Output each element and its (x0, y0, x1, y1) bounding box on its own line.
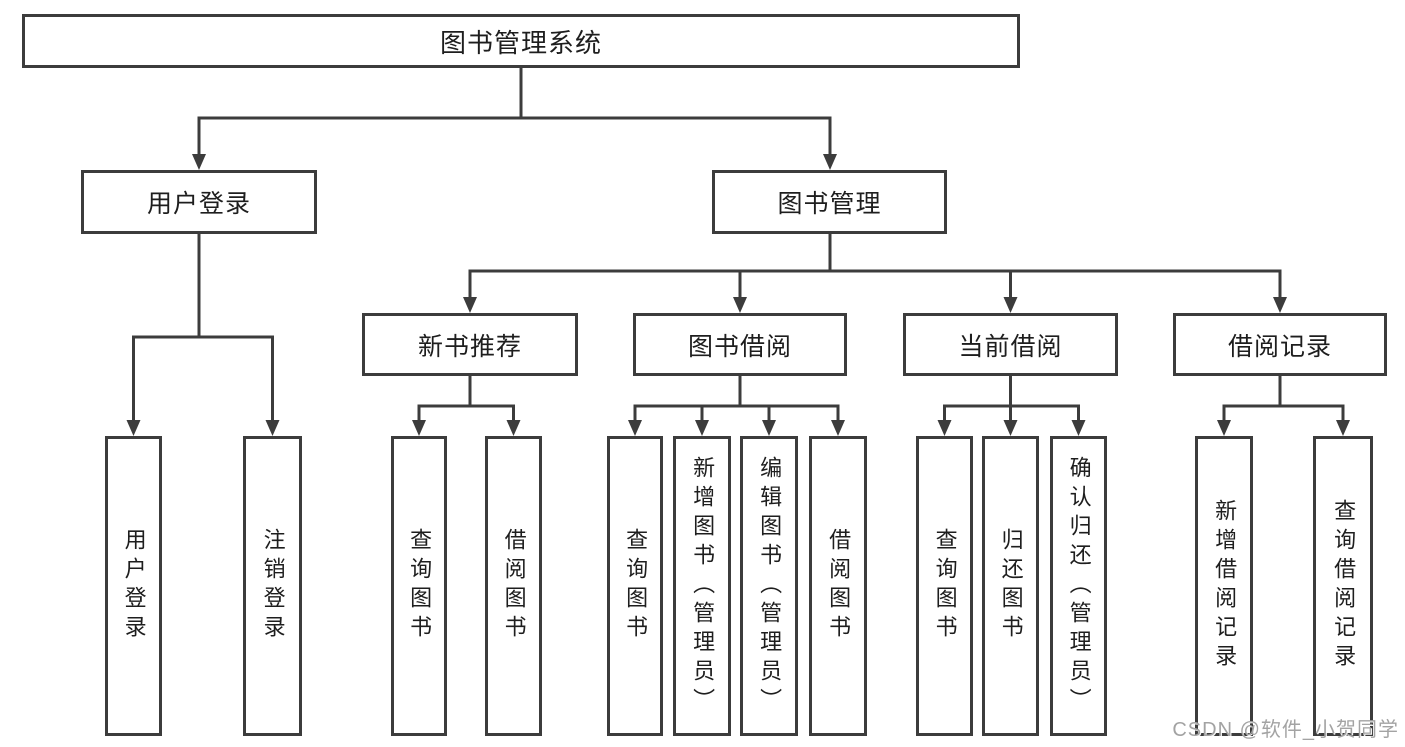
leaf-borrow-query-books: 查询图书 (607, 436, 663, 736)
node-borrow-record: 借阅记录 (1173, 313, 1387, 376)
leaf-newrec-query-books-label: 查询图书 (407, 528, 433, 644)
node-book-borrow-label: 图书借阅 (687, 332, 792, 361)
leaf-current-confirm-return-admin: 确认归还（管理员） (1050, 436, 1107, 736)
leaf-current-return-books: 归还图书 (982, 436, 1039, 736)
leaf-borrow-add-books-admin: 新增图书（管理员） (673, 436, 731, 736)
node-new-book-recommend: 新书推荐 (362, 313, 578, 376)
node-user-login: 用户登录 (81, 170, 317, 234)
leaf-logout-label: 注销登录 (260, 528, 286, 644)
csdn-watermark: CSDN @软件_小贺同学 (1172, 719, 1399, 741)
leaf-newrec-borrow-books-label: 借阅图书 (501, 528, 527, 644)
leaf-user-login: 用户登录 (105, 436, 162, 736)
leaf-record-query-borrow-record-label: 查询借阅记录 (1331, 499, 1357, 673)
leaf-borrow-add-books-admin-label: 新增图书（管理员） (690, 455, 716, 717)
connector-book-mgmt-to-level3 (463, 234, 1287, 313)
leaf-newrec-query-books: 查询图书 (391, 436, 447, 736)
leaf-record-add-borrow-record: 新增借阅记录 (1195, 436, 1253, 736)
node-book-borrow: 图书借阅 (633, 313, 847, 376)
leaf-logout: 注销登录 (243, 436, 302, 736)
leaf-borrow-edit-books-admin: 编辑图书（管理员） (740, 436, 798, 736)
leaf-current-query-books: 查询图书 (916, 436, 973, 736)
leaf-record-query-borrow-record: 查询借阅记录 (1313, 436, 1373, 736)
leaf-newrec-borrow-books: 借阅图书 (485, 436, 542, 736)
connector-book-borrow-to-leaves (628, 376, 845, 436)
node-borrow-record-label: 借阅记录 (1227, 332, 1332, 361)
leaf-current-return-books-label: 归还图书 (998, 528, 1024, 644)
node-new-book-recommend-label: 新书推荐 (417, 332, 522, 361)
leaf-user-login-label: 用户登录 (121, 528, 147, 644)
leaf-borrow-query-books-label: 查询图书 (623, 528, 649, 644)
node-book-management-label: 图书管理 (777, 190, 882, 218)
node-book-management: 图书管理 (712, 170, 947, 234)
connector-new-book-rec-to-leaves (412, 376, 521, 436)
node-current-borrow-label: 当前借阅 (958, 332, 1063, 361)
leaf-borrow-borrow-books: 借阅图书 (809, 436, 867, 736)
connector-root-to-level2 (192, 68, 837, 170)
connector-borrow-record-to-leaves (1217, 376, 1350, 436)
node-current-borrow: 当前借阅 (903, 313, 1118, 376)
connector-user-login-to-leaves (126, 234, 280, 436)
node-root-label: 图书管理系统 (439, 27, 602, 58)
node-user-login-label: 用户登录 (146, 190, 251, 218)
leaf-borrow-borrow-books-label: 借阅图书 (826, 528, 852, 644)
leaf-current-query-books-label: 查询图书 (932, 528, 958, 644)
connector-current-borrow-to-leaves (937, 376, 1086, 436)
leaf-borrow-edit-books-admin-label: 编辑图书（管理员） (757, 455, 783, 717)
node-root-system: 图书管理系统 (22, 14, 1020, 68)
leaf-record-add-borrow-record-label: 新增借阅记录 (1212, 499, 1238, 673)
leaf-current-confirm-return-admin-label: 确认归还（管理员） (1066, 455, 1092, 717)
